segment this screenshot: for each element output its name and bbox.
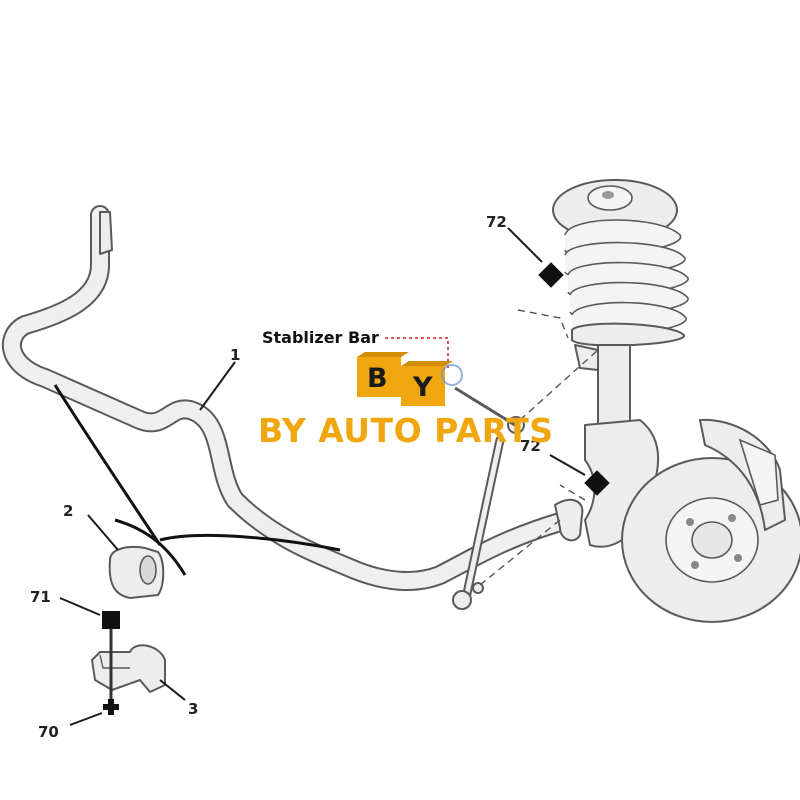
callout-70: 70 — [38, 723, 59, 741]
callout-leaders — [59, 227, 586, 726]
callout-72-lower: 72 — [520, 437, 541, 455]
clamp-bracket — [91, 628, 166, 700]
page-title: Stablizer Bar — [262, 328, 379, 347]
callout-1: 1 — [230, 346, 240, 364]
diamond-marker-icon — [538, 262, 564, 288]
cross-marker-icon — [103, 699, 119, 715]
square-marker-icon — [102, 611, 120, 629]
callout-labels: 1 2 3 70 71 72 72 — [30, 213, 541, 741]
diamond-marker-icon — [584, 470, 610, 496]
brand-logo: B Y — [357, 352, 463, 406]
callout-3: 3 — [188, 700, 198, 718]
bracket-lines — [53, 384, 341, 576]
stabilizer-bar — [1, 205, 584, 592]
knuckle-and-disc — [584, 418, 800, 623]
strut-assembly — [552, 179, 689, 436]
brand-name: BY AUTO PARTS — [258, 411, 554, 450]
assembly-lines — [479, 309, 599, 586]
callout-71: 71 — [30, 588, 51, 606]
callout-72-upper: 72 — [486, 213, 507, 231]
callout-2: 2 — [63, 502, 73, 520]
logo-letter-y: Y — [412, 372, 433, 403]
logo-letter-b: B — [367, 363, 388, 394]
stabilizer-link — [452, 386, 525, 610]
markers — [102, 262, 610, 715]
bushing — [108, 545, 165, 599]
